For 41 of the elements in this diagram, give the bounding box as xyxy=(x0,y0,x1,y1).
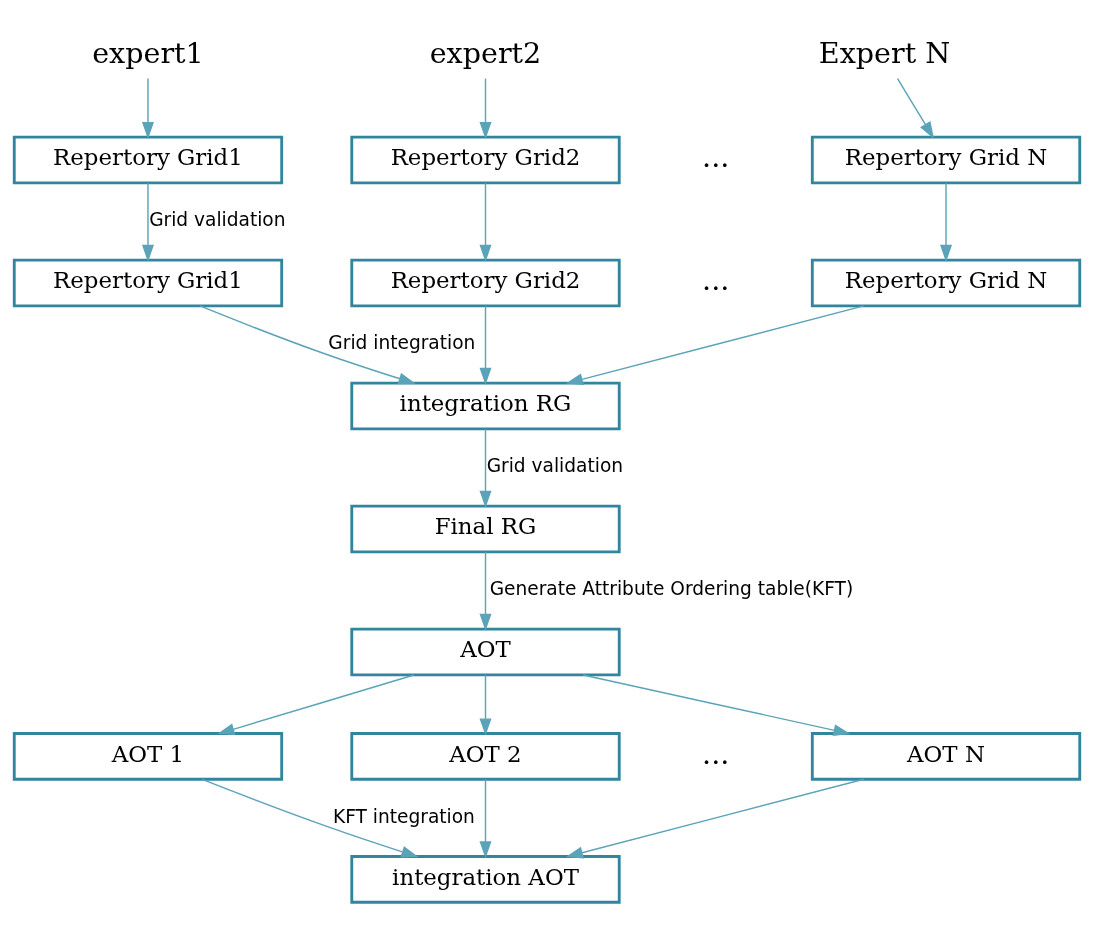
arrow xyxy=(199,305,416,385)
arrow xyxy=(582,674,851,737)
arrow xyxy=(479,674,492,736)
node-text: expert2 xyxy=(429,35,542,70)
arrow xyxy=(479,428,492,509)
arrow xyxy=(141,182,154,263)
arrow xyxy=(896,77,935,139)
edge-label: Grid validation xyxy=(149,209,286,231)
node-box: AOT 2 xyxy=(350,732,621,781)
node-box: Repertory Grid2 xyxy=(350,258,621,308)
edge-label: Grid integration xyxy=(328,332,476,354)
arrow xyxy=(217,674,415,735)
node-box: Repertory Grid1 xyxy=(12,135,284,185)
node-box: integration AOT xyxy=(350,855,621,904)
edge-label: Generate Attribute Ordering table(KFT) xyxy=(489,578,854,600)
arrow xyxy=(565,305,865,386)
arrow xyxy=(201,778,419,858)
label: ... xyxy=(702,263,730,298)
arrow xyxy=(565,778,865,859)
arrow xyxy=(479,551,492,632)
arrow xyxy=(479,778,492,859)
node-text: Expert N xyxy=(818,35,951,70)
node-box: Repertory Grid1 xyxy=(12,258,284,308)
label: ... xyxy=(702,140,730,175)
node-text: expert1 xyxy=(92,35,204,70)
node-box: Repertory Grid N xyxy=(810,258,1082,308)
edge-label: KFT integration xyxy=(333,805,475,827)
arrow xyxy=(141,77,154,140)
node-box: AOT xyxy=(350,627,621,677)
node-box: Repertory Grid2 xyxy=(350,135,621,185)
node-box: AOT 1 xyxy=(12,732,284,781)
edge-label: Grid validation xyxy=(486,455,624,477)
node-box: AOT N xyxy=(810,732,1082,781)
node-box: integration RG xyxy=(350,381,621,431)
label: ... xyxy=(702,736,730,771)
arrow xyxy=(479,305,492,386)
arrow xyxy=(479,77,492,140)
arrow xyxy=(479,182,492,263)
node-box: Final RG xyxy=(350,504,621,554)
arrow xyxy=(940,182,953,263)
node-box: Repertory Grid N xyxy=(810,135,1082,185)
